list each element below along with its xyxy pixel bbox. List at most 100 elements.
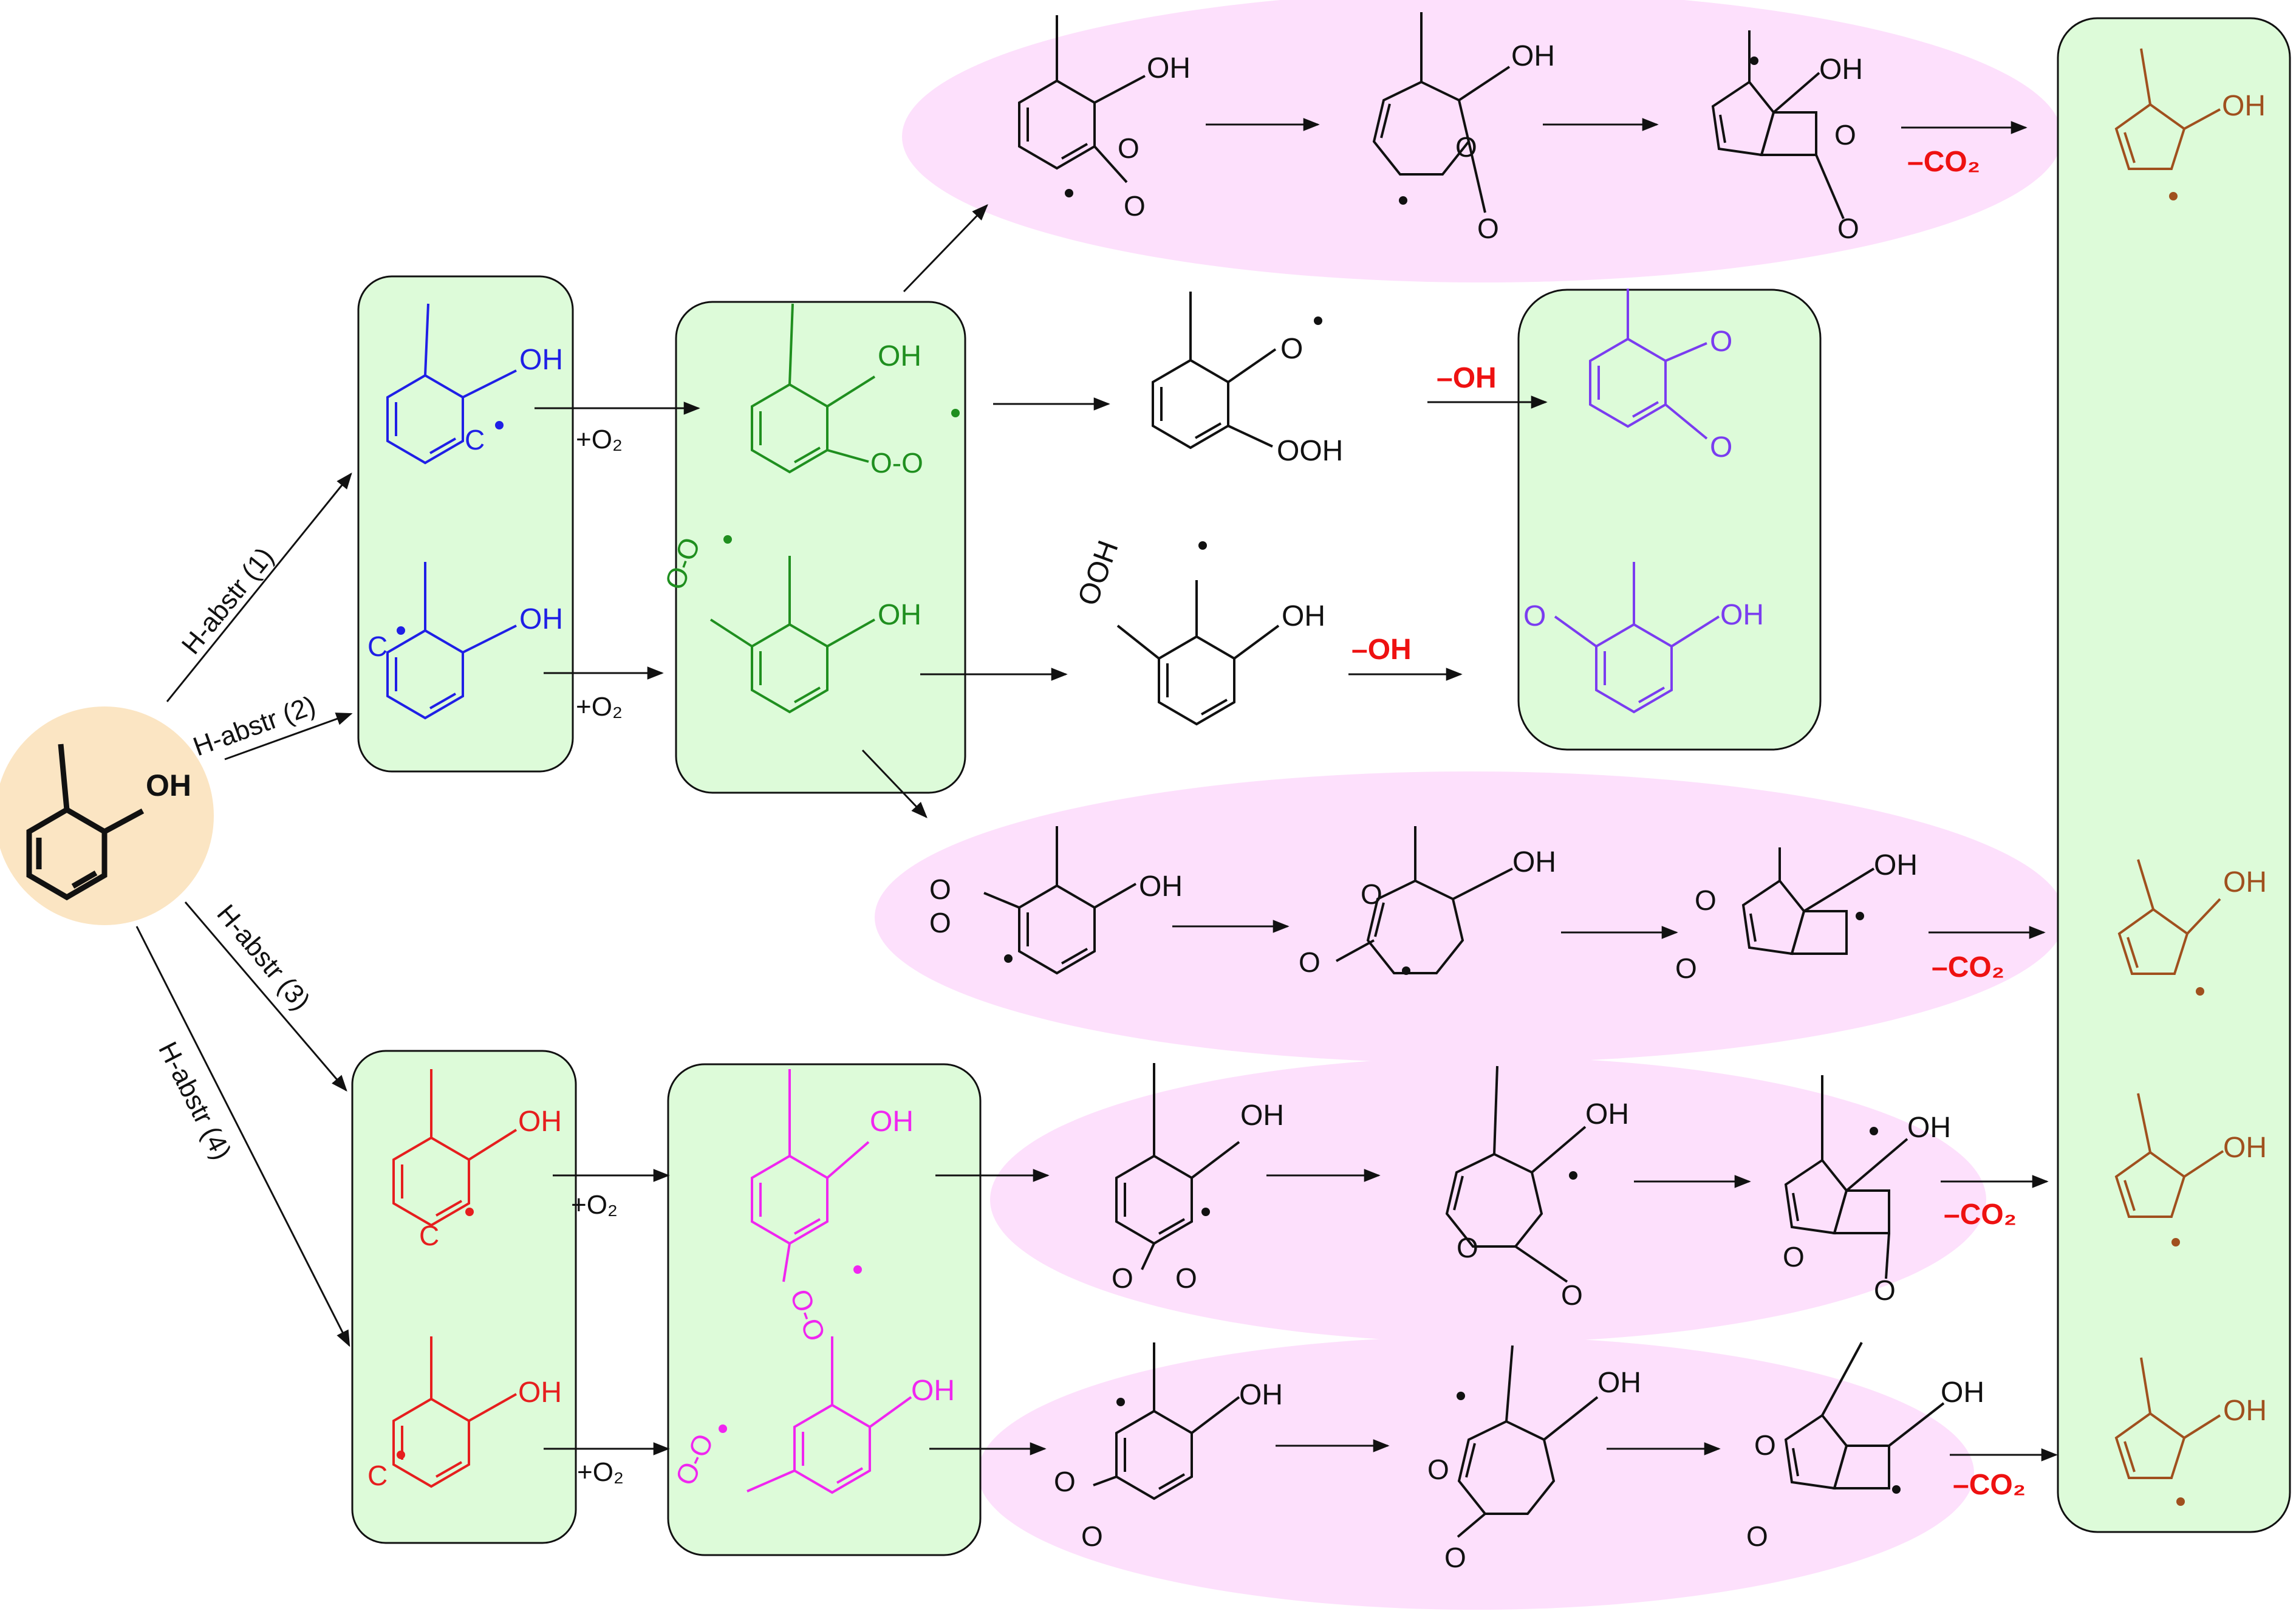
radical2-oh: OH bbox=[519, 603, 563, 635]
hydroperoxy-pathways: O OOH –OH OH OOH –OH bbox=[1072, 292, 1548, 725]
cp2-oh: OH bbox=[2223, 866, 2267, 898]
o2-label-4: +O₂ bbox=[577, 1457, 624, 1487]
radical3-c: C bbox=[419, 1220, 439, 1251]
top-s1-o2: O bbox=[1124, 190, 1146, 222]
top-s3-o-carbonyl: O bbox=[1837, 213, 1859, 244]
o2-label-2: +O₂ bbox=[576, 692, 623, 722]
radical2-c: C bbox=[367, 631, 388, 662]
o2-addition-arrows-upper bbox=[535, 402, 700, 680]
cp-product-1: OH bbox=[2115, 48, 2266, 200]
top-s1-o1: O bbox=[1118, 132, 1139, 164]
radical1-oh: OH bbox=[519, 344, 563, 376]
aryl-radical-4: OH C bbox=[367, 1336, 562, 1491]
p4-co2-label: –CO₂ bbox=[1953, 1469, 2026, 1501]
o2-label-1: +O₂ bbox=[576, 425, 623, 454]
pathway-ellipse-4 bbox=[978, 1336, 1974, 1610]
lower-box-exit-arrows bbox=[929, 1169, 1050, 1455]
cp4-oh: OH bbox=[2223, 1395, 2267, 1427]
radical-box-upper bbox=[357, 275, 574, 773]
peroxy-radical-3: OH O‑O bbox=[751, 1069, 914, 1346]
cp3-oh: OH bbox=[2223, 1132, 2267, 1164]
third-pathway: OH O O OH O O OH O O –CO₂ bbox=[1112, 1063, 2049, 1311]
quinone1-o2: O bbox=[1710, 431, 1732, 463]
cyclopentadienyl-product-box bbox=[2057, 17, 2291, 1533]
p2-co2-label: –CO₂ bbox=[1932, 951, 2004, 983]
quinone2-oh: OH bbox=[1720, 599, 1764, 631]
label-h-abstr-1: H-abstr (1) bbox=[176, 542, 279, 660]
p3-s2-o-ring: O bbox=[1457, 1232, 1478, 1264]
hp1-ooh: OOH bbox=[1277, 435, 1343, 467]
label-h-abstr-3: H-abstr (3) bbox=[211, 899, 316, 1016]
p2-s2-o-carbonyl: O bbox=[1299, 946, 1321, 978]
top-s1-oh: OH bbox=[1147, 52, 1191, 84]
peroxy4-oh: OH bbox=[911, 1375, 955, 1407]
o2-addition-arrows-lower bbox=[544, 1169, 670, 1455]
o2-label-3: +O₂ bbox=[571, 1190, 618, 1220]
p3-s3-o-ring: O bbox=[1783, 1241, 1805, 1273]
aryl-radical-2: OH C bbox=[367, 562, 563, 719]
radical1-c: C bbox=[465, 424, 485, 456]
quinone-box bbox=[1517, 289, 1822, 751]
p2-s2-oh: OH bbox=[1512, 846, 1556, 878]
top-co2-label: –CO₂ bbox=[1907, 146, 1980, 178]
oh-loss-label-2: –OH bbox=[1351, 634, 1412, 666]
p3-s1-o1: O bbox=[1112, 1262, 1133, 1294]
aryl-radical-1: OH C bbox=[386, 303, 563, 464]
hp1-o: O bbox=[1280, 333, 1303, 365]
p4-s1-oh: OH bbox=[1239, 1379, 1283, 1411]
p3-s2-oh: OH bbox=[1585, 1098, 1629, 1130]
oh-loss-label-1: –OH bbox=[1437, 362, 1497, 394]
cyclopentadienyl-products: OH OH OH OH bbox=[2115, 48, 2267, 1506]
hp2-ooh: OOH bbox=[1072, 536, 1125, 610]
cp1-oh: OH bbox=[2222, 90, 2266, 122]
p3-s1-o2: O bbox=[1175, 1262, 1197, 1294]
p2-s3-oh: OH bbox=[1874, 849, 1918, 881]
radical4-c: C bbox=[367, 1460, 388, 1491]
p4-s2-o-carbonyl: O bbox=[1444, 1542, 1466, 1573]
hp2-oh-right: OH bbox=[1282, 600, 1325, 632]
p3-s3-oh: OH bbox=[1907, 1112, 1951, 1144]
peroxy-box-upper bbox=[675, 301, 966, 794]
p4-s2-o-ring: O bbox=[1427, 1454, 1449, 1485]
top-s3-o-ring: O bbox=[1834, 119, 1856, 151]
pathway-ellipse-2 bbox=[875, 771, 2065, 1063]
arrow-h-abstr-2 bbox=[224, 713, 353, 761]
p2-s2-o-ring: O bbox=[1361, 878, 1382, 910]
arrow-h-abstr-1 bbox=[166, 472, 352, 702]
pathway-ellipse-1 bbox=[902, 0, 2062, 282]
radical4-oh: OH bbox=[518, 1376, 562, 1409]
peroxy1-oh: OH bbox=[878, 340, 921, 372]
pathway-ellipse-3 bbox=[990, 1057, 1986, 1342]
arrow-h-abstr-4 bbox=[135, 926, 350, 1347]
p2-s1-o2: O bbox=[929, 907, 951, 939]
top-s2-oh: OH bbox=[1511, 40, 1555, 72]
p3-s2-o-carbonyl: O bbox=[1561, 1279, 1583, 1311]
radical3-oh: OH bbox=[518, 1106, 562, 1138]
fourth-pathway: OH O O OH O O OH O O –CO₂ bbox=[1054, 1342, 2058, 1573]
top-pathway: OH O O OH O O OH O O –CO₂ bbox=[1018, 12, 2028, 244]
p2-s3-o-carbonyl: O bbox=[1675, 952, 1697, 984]
p3-co2-label: –CO₂ bbox=[1944, 1199, 2017, 1231]
h-abstraction-arrows bbox=[135, 472, 353, 1347]
label-h-abstr-2: H-abstr (2) bbox=[190, 690, 319, 762]
peroxy-radical-2: OH O‑O bbox=[658, 533, 921, 713]
top-s2-o-carbonyl: O bbox=[1477, 213, 1499, 244]
peroxy-radical-1: OH O‑O bbox=[751, 303, 960, 479]
p4-s2-oh: OH bbox=[1597, 1367, 1641, 1399]
peroxy1-oo: O‑O bbox=[870, 447, 923, 479]
cp-product-2: OH bbox=[2118, 859, 2267, 996]
p4-s1-o1: O bbox=[1054, 1466, 1076, 1497]
cp-product-4: OH bbox=[2115, 1357, 2267, 1506]
p4-s3-oh: OH bbox=[1941, 1376, 1984, 1409]
quinone2-o: O bbox=[1523, 600, 1546, 632]
top-s3-oh: OH bbox=[1819, 53, 1863, 86]
p3-s1-oh: OH bbox=[1240, 1099, 1284, 1132]
quinone-products: O O OH O bbox=[1523, 289, 1764, 713]
p2-s1-oh: OH bbox=[1139, 870, 1183, 903]
p2-s3-o-ring: O bbox=[1695, 884, 1717, 916]
reactant-oh-label: OH bbox=[146, 768, 191, 802]
peroxy-branch-arrows bbox=[861, 204, 1110, 818]
radical-box-lower bbox=[351, 1050, 577, 1544]
